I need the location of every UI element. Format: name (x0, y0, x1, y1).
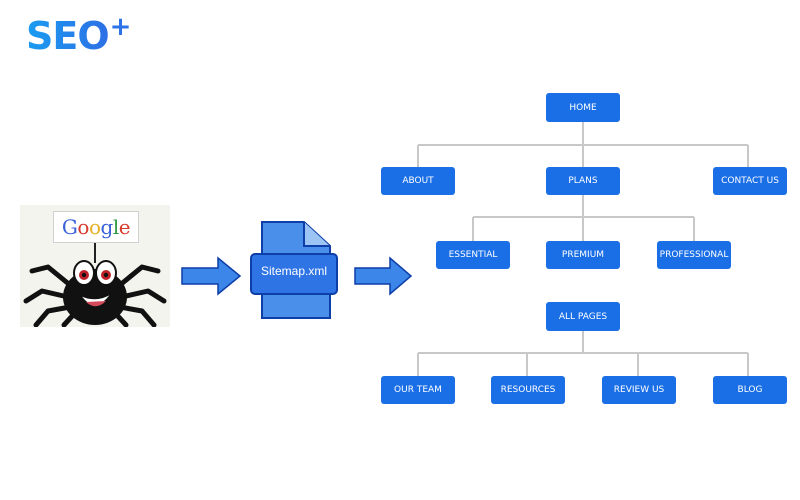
node-all-pages: ALL PAGES (546, 302, 620, 331)
node-about: ABOUT (381, 167, 455, 195)
arrow-right-icon (181, 256, 242, 296)
google-letter: o (88, 215, 101, 239)
node-professional: PROFESSIONAL (657, 241, 731, 269)
google-letter: G (61, 215, 78, 239)
google-letter: g (100, 215, 114, 239)
node-contact-us: CONTACT US (713, 167, 787, 195)
node-our-team: OUR TEAM (381, 376, 455, 404)
node-plans: PLANS (546, 167, 620, 195)
node-essential: ESSENTIAL (436, 241, 510, 269)
google-letter: e (118, 215, 131, 239)
logo-plus: + (109, 12, 132, 42)
node-premium: PREMIUM (546, 241, 620, 269)
arrow-right-icon (354, 256, 413, 296)
logo-text: SEO (26, 14, 110, 58)
seo-plus-logo: SEO + (26, 12, 132, 60)
spider-icon (23, 243, 167, 328)
sitemap-file-label: Sitemap.xml (260, 264, 328, 278)
google-letter: o (77, 215, 89, 239)
node-review-us: REVIEW US (602, 376, 676, 404)
google-letter: l (112, 215, 119, 239)
node-blog: BLOG (713, 376, 787, 404)
node-resources: RESOURCES (491, 376, 565, 404)
node-home: HOME (546, 93, 620, 122)
